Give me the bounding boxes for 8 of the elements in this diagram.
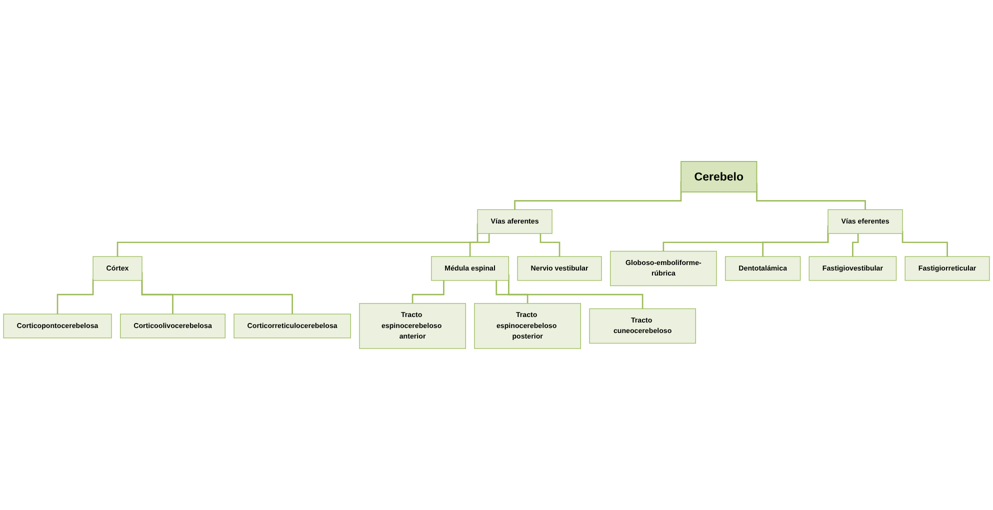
node-box: Cerebelo xyxy=(680,161,758,192)
connector xyxy=(902,231,948,258)
connector xyxy=(852,234,859,258)
connector xyxy=(496,280,528,304)
connector xyxy=(469,234,490,258)
connector xyxy=(412,280,444,304)
connector xyxy=(540,234,560,258)
connector xyxy=(56,279,94,315)
